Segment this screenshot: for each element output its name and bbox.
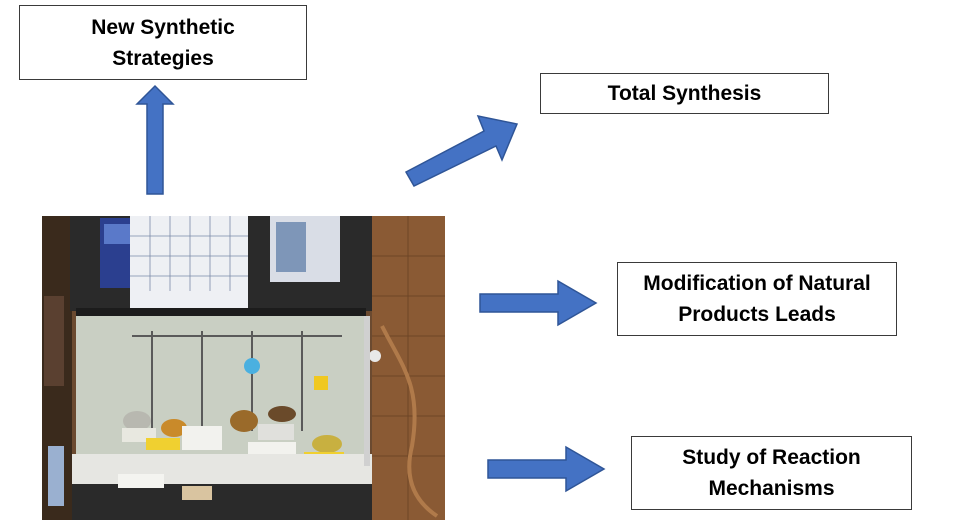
lab-photo [42, 216, 445, 520]
box-new-synthetic-strategies: New Synthetic Strategies [19, 5, 307, 80]
photo-stirrer-2 [146, 438, 180, 450]
box-modification-natural-products: Modification of Natural Products Leads [617, 262, 897, 336]
photo-power-strip [118, 474, 164, 488]
photo-bench [72, 454, 372, 484]
arrow-right-modification [479, 279, 598, 327]
photo-tubing [380, 325, 439, 518]
photo-hood-bar [76, 308, 366, 316]
box-study-label: Study of Reaction Mechanisms [682, 446, 861, 500]
box-modification-label: Modification of Natural Products Leads [643, 272, 871, 326]
photo-left-shelf [44, 296, 64, 386]
photo-left-bottle [48, 446, 64, 506]
photo-flask-5 [312, 435, 342, 453]
photo-gauge [369, 350, 381, 362]
photo-bench-base [72, 484, 372, 520]
photo-outlet [182, 486, 212, 500]
photo-poster-right-detail [276, 222, 306, 272]
photo-stirrer-3 [182, 426, 222, 450]
photo-stirrer-4 [258, 424, 294, 440]
photo-flask-3 [230, 410, 258, 432]
box-total-synthesis-label: Total Synthesis [607, 82, 762, 105]
arrow-right-study [487, 445, 606, 493]
arrow-diagonal [404, 114, 519, 187]
photo-blue-funnel [244, 358, 260, 374]
box-new-synthetic-strategies-label: New Synthetic Strategies [91, 15, 235, 70]
box-study-reaction-mechanisms: Study of Reaction Mechanisms [631, 436, 912, 510]
arrow-up [135, 84, 175, 195]
photo-flask-2 [161, 419, 187, 437]
photo-pipe [364, 316, 370, 466]
photo-yellow-clamp [314, 376, 328, 390]
photo-calendar-grid [130, 216, 248, 291]
photo-rack [132, 331, 342, 431]
photo-flask-1 [123, 411, 151, 431]
photo-flask-4 [268, 406, 296, 422]
box-total-synthesis: Total Synthesis [540, 73, 829, 114]
